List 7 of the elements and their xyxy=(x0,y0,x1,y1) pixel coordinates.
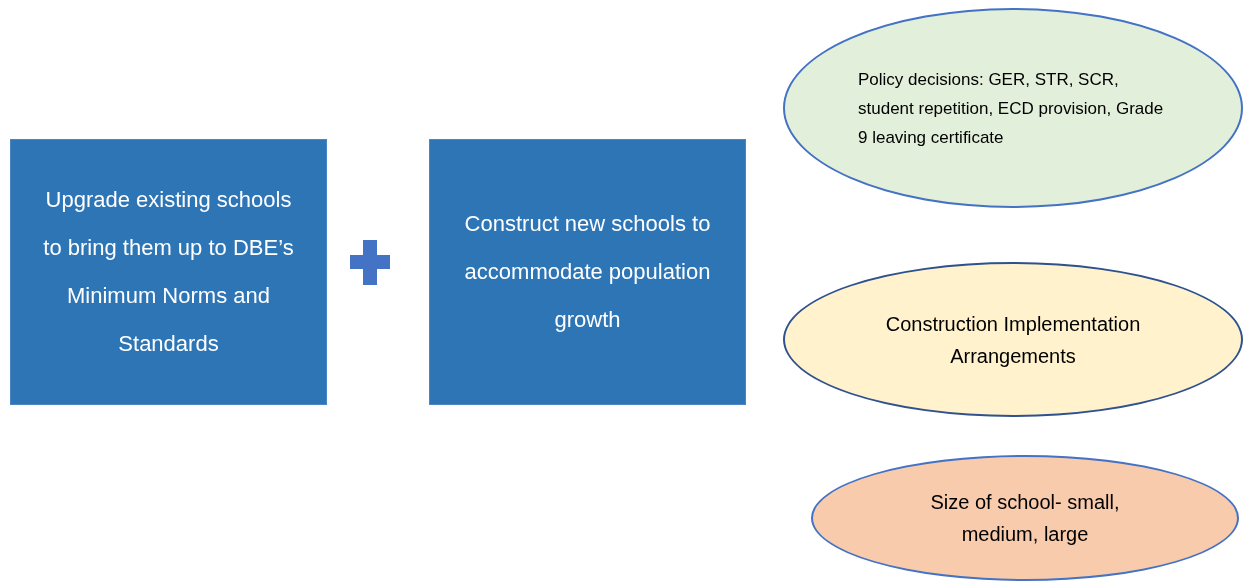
node-label: Construct new schools to accommodate population growth xyxy=(463,210,712,334)
node-label: Construction Implementation Arrangements xyxy=(884,311,1142,369)
node-label: Size of school- small, medium, large xyxy=(929,490,1121,547)
node-label: Policy decisions: GER, STR, SCR, student repetition, ECD provision, Grade 9 leaving certificate xyxy=(858,68,1165,149)
node-label: Upgrade existing schools to bring them up to DBE’s Minimum Norms and Standards xyxy=(42,186,295,358)
process-box xyxy=(429,139,746,405)
process-box xyxy=(10,139,327,405)
